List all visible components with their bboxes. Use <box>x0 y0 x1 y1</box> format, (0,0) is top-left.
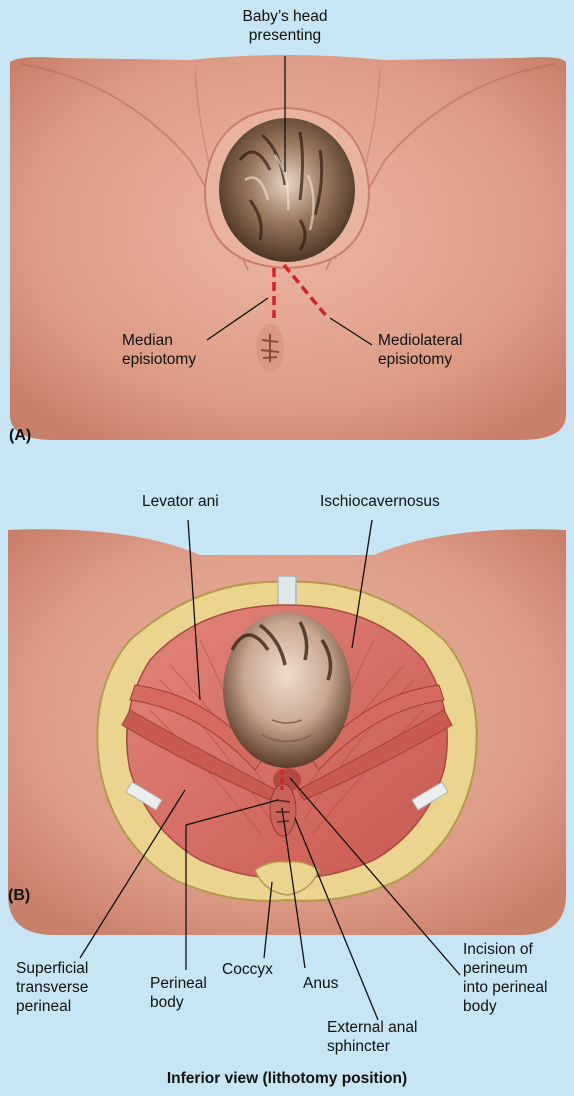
label-anus: Anus <box>303 974 338 993</box>
label-levator-ani: Levator ani <box>142 492 219 511</box>
label-perineal-body: Perineal body <box>150 974 207 1012</box>
label-incision-of-perineum: Incision of perineum into perineal body <box>463 940 547 1016</box>
label-median-episiotomy: Median episiotomy <box>122 331 196 369</box>
label-coccyx: Coccyx <box>222 960 273 979</box>
label-ischiocavernosus: Ischiocavernosus <box>320 492 440 511</box>
panel-a-label: (A) <box>9 426 31 445</box>
panel-b-illustration <box>8 529 566 935</box>
panel-a-illustration <box>10 55 566 440</box>
label-babys-head: Baby’s head presenting <box>215 7 355 45</box>
label-external-anal-sphincter: External anal sphincter <box>327 1018 417 1056</box>
panel-b-label: (B) <box>8 886 30 905</box>
figure-caption: Inferior view (lithotomy position) <box>0 1069 574 1088</box>
label-superficial-transverse-perineal: Superficial transverse perineal <box>16 959 88 1016</box>
label-mediolateral-episiotomy: Mediolateral episiotomy <box>378 331 462 369</box>
